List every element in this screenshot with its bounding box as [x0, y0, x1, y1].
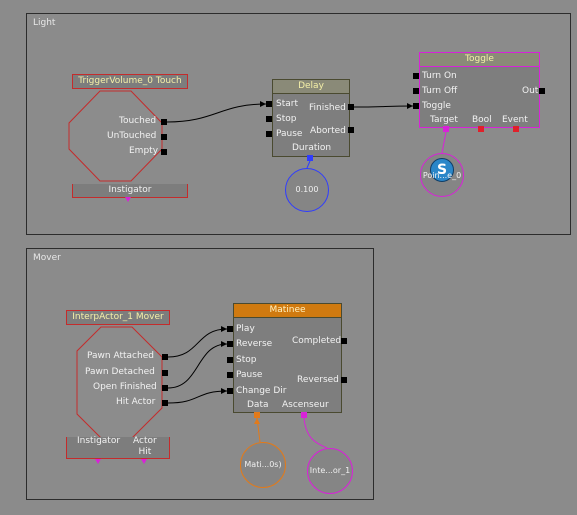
delay-pause-pin[interactable] [266, 131, 272, 137]
trigger-untouched-pin[interactable] [161, 134, 167, 140]
trigger-hexagon-shape [68, 90, 163, 182]
matinee-node[interactable]: Matinee Play Reverse Stop Pause Change D… [233, 303, 342, 413]
matinee-data-value: Mati...0s) [244, 460, 282, 469]
delay-finished-pin[interactable] [348, 104, 354, 110]
matinee-play-pin[interactable] [227, 326, 233, 332]
interp-var-instigator: Instigator [77, 436, 121, 446]
trigger-volume-title: TriggerVolume_0 Touch [72, 74, 188, 89]
matinee-reverse-pin[interactable] [227, 341, 233, 347]
group-title-mover: Mover [33, 253, 61, 263]
delay-stop-pin[interactable] [266, 116, 272, 122]
toggle-title: Toggle [420, 53, 539, 67]
matinee-stop-pin[interactable] [227, 357, 233, 363]
toggle-toggle-pin[interactable] [413, 103, 419, 109]
interp-output-open-finished: Open Finished [93, 382, 157, 392]
matinee-completed-pin[interactable] [341, 338, 347, 344]
toggle-var-bool: Bool [472, 115, 492, 125]
group-title-light: Light [33, 18, 56, 28]
duration-float-variable[interactable]: 0.100 [285, 168, 329, 212]
delay-start-pin[interactable] [266, 101, 272, 107]
interp-actor-title: InterpActor_1 Mover [66, 310, 170, 325]
matinee-input-change-dir: Change Dir [236, 386, 287, 396]
delay-node[interactable]: Delay Start Stop Pause Finished Aborted … [272, 79, 350, 157]
delay-var-duration: Duration [292, 143, 332, 153]
ascenseur-value: Inte...or_1 [309, 466, 351, 475]
interp-output-pawn-attached: Pawn Attached [87, 351, 154, 361]
toggle-target-pin[interactable] [443, 126, 449, 132]
toggle-node[interactable]: Toggle Turn On Turn Off Toggle Out Targe… [419, 52, 540, 128]
matinee-ascenseur-pin[interactable] [301, 412, 307, 418]
delay-input-pause: Pause [276, 129, 303, 139]
delay-input-stop: Stop [276, 114, 297, 124]
toggle-input-turn-on: Turn On [422, 71, 457, 81]
trigger-output-empty: Empty [129, 146, 159, 156]
toggle-input-toggle: Toggle [422, 101, 451, 111]
delay-title: Delay [273, 80, 349, 94]
toggle-output-out: Out [522, 86, 539, 96]
duration-value: 0.100 [295, 185, 319, 194]
interp-pawn-detached-pin[interactable] [162, 370, 168, 376]
interp-actor-node[interactable]: InterpActor_1 Mover Pawn Attached Pawn D… [66, 310, 172, 470]
toggle-event-pin[interactable] [513, 126, 519, 132]
matinee-input-stop: Stop [236, 355, 257, 365]
toggle-target-object-variable[interactable]: S Poin...e_0 [420, 153, 464, 197]
toggle-turn-on-pin[interactable] [413, 73, 419, 79]
trigger-volume-node[interactable]: TriggerVolume_0 Touch Touched UnTouched … [68, 73, 188, 202]
matinee-var-ascenseur: Ascenseur [282, 400, 329, 410]
lightbulb-s-icon: S [430, 158, 454, 182]
toggle-turn-off-pin[interactable] [413, 88, 419, 94]
trigger-empty-pin[interactable] [161, 149, 167, 155]
delay-output-aborted: Aborted [310, 126, 346, 136]
interp-actor-hit-arrow[interactable] [141, 459, 151, 469]
interp-var-actor-hit: Actor Hit [133, 436, 157, 457]
interp-pawn-attached-pin[interactable] [162, 354, 168, 360]
toggle-var-event: Event [502, 115, 528, 125]
matinee-pause-pin[interactable] [227, 372, 233, 378]
matinee-var-data: Data [247, 400, 269, 410]
matinee-output-reversed: Reversed [297, 375, 339, 385]
toggle-bool-pin[interactable] [478, 126, 484, 132]
toggle-target-value: Poin...e_0 [422, 171, 462, 180]
matinee-data-pin[interactable] [254, 412, 260, 418]
trigger-touched-pin[interactable] [161, 119, 167, 125]
delay-aborted-pin[interactable] [348, 127, 354, 133]
matinee-output-completed: Completed [292, 336, 342, 346]
interp-output-pawn-detached: Pawn Detached [85, 367, 155, 377]
interp-instigator-arrow[interactable] [95, 459, 105, 469]
interp-output-hit-actor: Hit Actor [116, 397, 156, 407]
group-light[interactable]: Light [26, 13, 571, 235]
toggle-input-turn-off: Turn Off [422, 86, 458, 96]
delay-input-start: Start [276, 99, 298, 109]
trigger-instigator-arrow[interactable] [125, 197, 135, 207]
ascenseur-object-variable[interactable]: Inte...or_1 [307, 448, 353, 494]
matinee-input-play: Play [236, 324, 255, 334]
group-mover[interactable]: Mover [26, 248, 374, 500]
trigger-output-untouched: UnTouched [107, 131, 157, 141]
matinee-reversed-pin[interactable] [341, 377, 347, 383]
toggle-var-target: Target [430, 115, 458, 125]
matinee-change-dir-pin[interactable] [227, 388, 233, 394]
trigger-output-touched: Touched [119, 116, 157, 126]
matinee-data-variable[interactable]: Mati...0s) [240, 442, 286, 488]
interp-hit-actor-pin[interactable] [162, 400, 168, 406]
matinee-title: Matinee [234, 304, 341, 318]
toggle-out-pin[interactable] [539, 88, 545, 94]
matinee-input-pause: Pause [236, 370, 263, 380]
delay-duration-pin[interactable] [307, 155, 313, 161]
trigger-var-instigator: Instigator [72, 184, 188, 198]
delay-output-finished: Finished [309, 103, 346, 113]
interp-var-bar [66, 437, 170, 459]
interp-open-finished-pin[interactable] [162, 385, 168, 391]
matinee-input-reverse: Reverse [236, 339, 273, 349]
